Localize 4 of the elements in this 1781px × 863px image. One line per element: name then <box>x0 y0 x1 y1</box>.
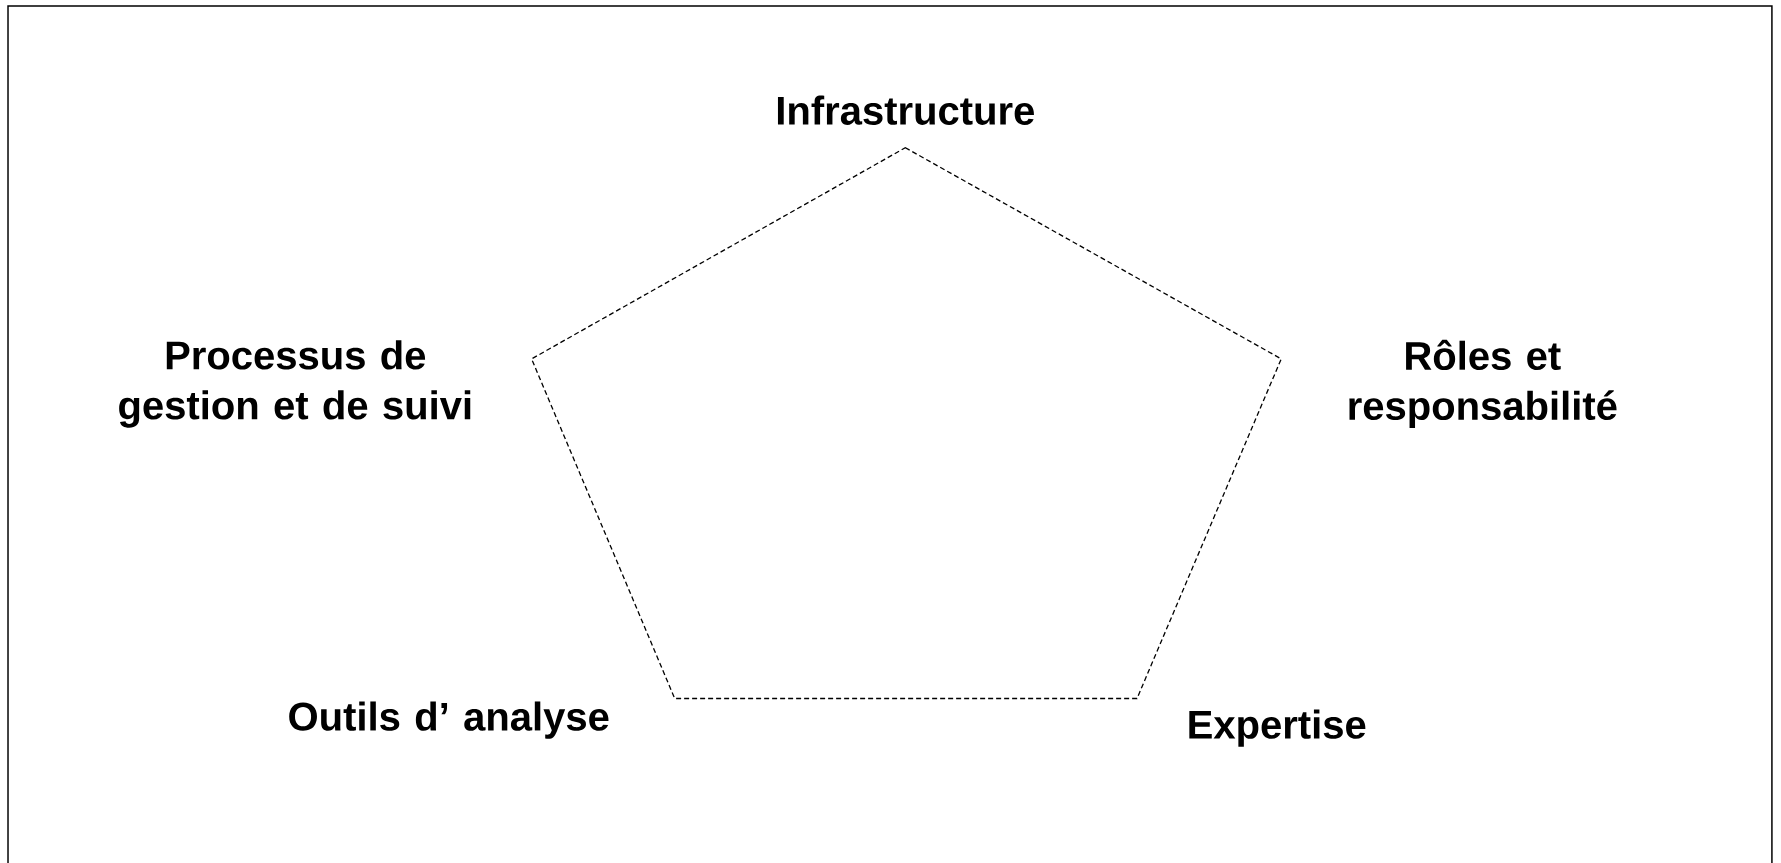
label: Rôles et responsabilité <box>1349 339 1617 428</box>
label: Processus de gestion et de suivi <box>119 340 471 428</box>
label: Expertise <box>1189 709 1366 747</box>
label: Outils d’ analyse <box>289 701 609 739</box>
